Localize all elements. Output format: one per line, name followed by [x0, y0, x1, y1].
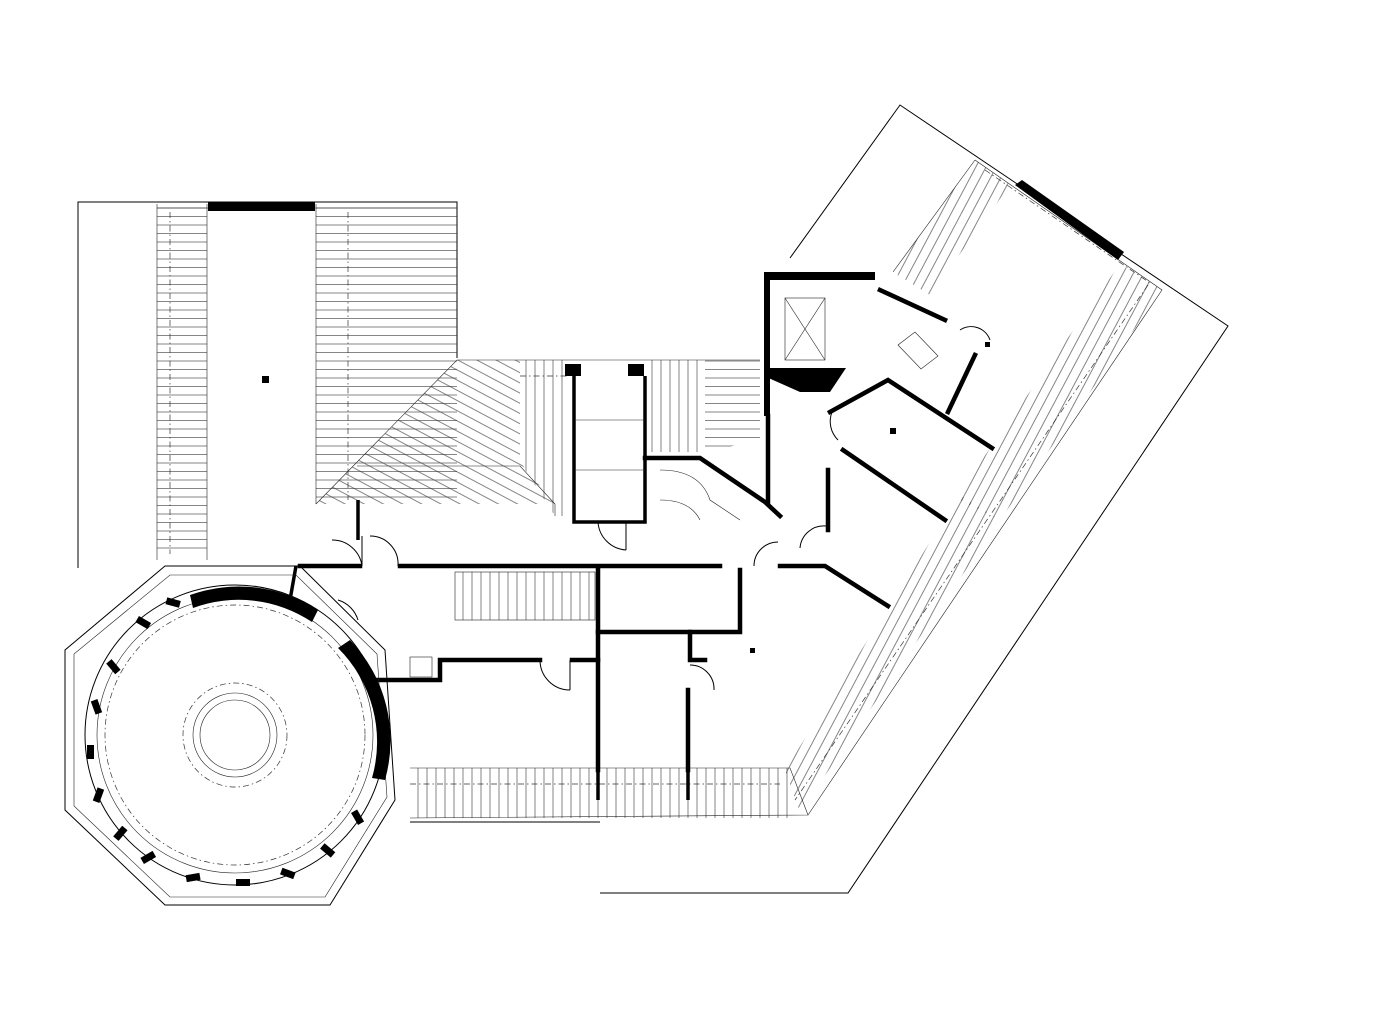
stair-center	[409, 297, 939, 678]
roof-hatching-center	[315, 359, 760, 516]
roof-hatching-bottom	[409, 767, 809, 819]
structural-walls	[208, 180, 1124, 653]
roof-hatching-left	[156, 204, 457, 560]
round-tower	[64, 565, 396, 906]
interior-walls	[288, 287, 996, 800]
doors	[331, 326, 991, 691]
roof-hatching-right	[785, 159, 1163, 816]
